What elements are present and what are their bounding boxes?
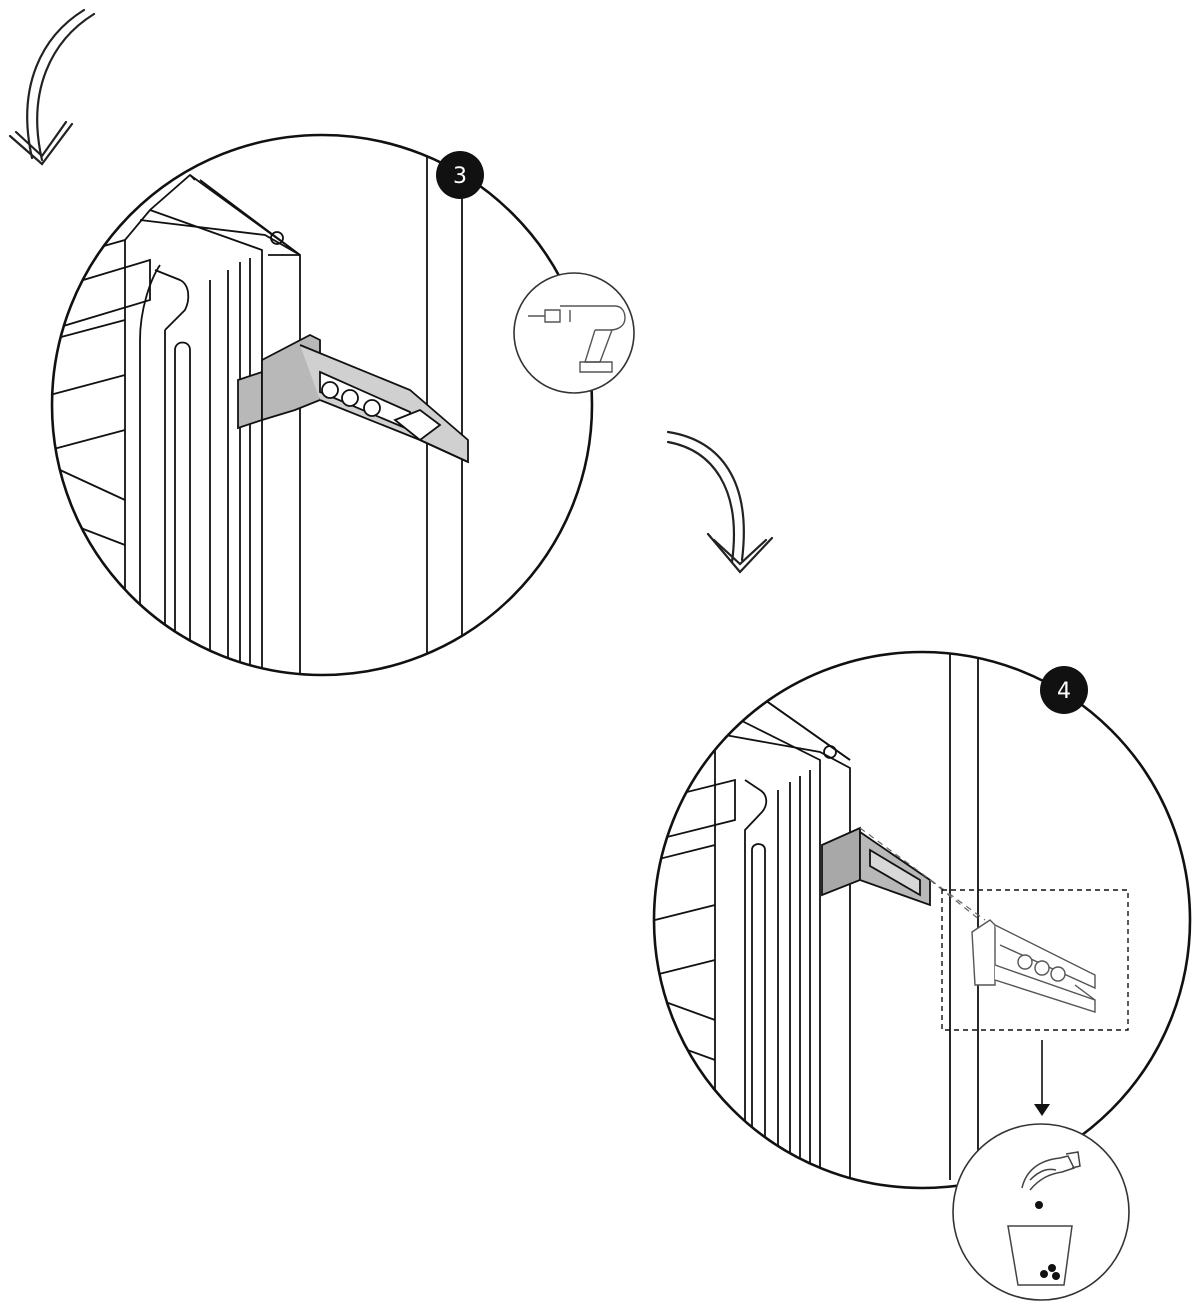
step-4-detail: 4 [652,650,1192,1301]
step-badge: 4 [1040,666,1088,714]
step-number: 3 [453,164,467,189]
discard-in-bin-icon [952,1123,1130,1301]
step-3-detail: 3 [50,133,635,677]
cabinet-shelves [654,748,736,1180]
removal-guide-lines [859,827,986,921]
curved-arrow-icon [666,430,774,574]
removed-hinge-bracket [971,919,1096,1013]
door-frame [124,173,301,675]
arrow-down-icon [1034,1040,1050,1116]
hinge-bracket [237,333,469,464]
door-frame [714,698,851,1180]
step-number: 4 [1057,679,1071,704]
cabinet-side-panel [426,140,463,660]
curved-arrow-icon [8,8,96,166]
mounting-plate [821,826,931,907]
power-drill-icon [513,272,635,394]
cabinet-shelves [52,238,151,660]
removed-part-highlight-box [941,889,1129,1031]
step-badge: 3 [436,151,484,199]
